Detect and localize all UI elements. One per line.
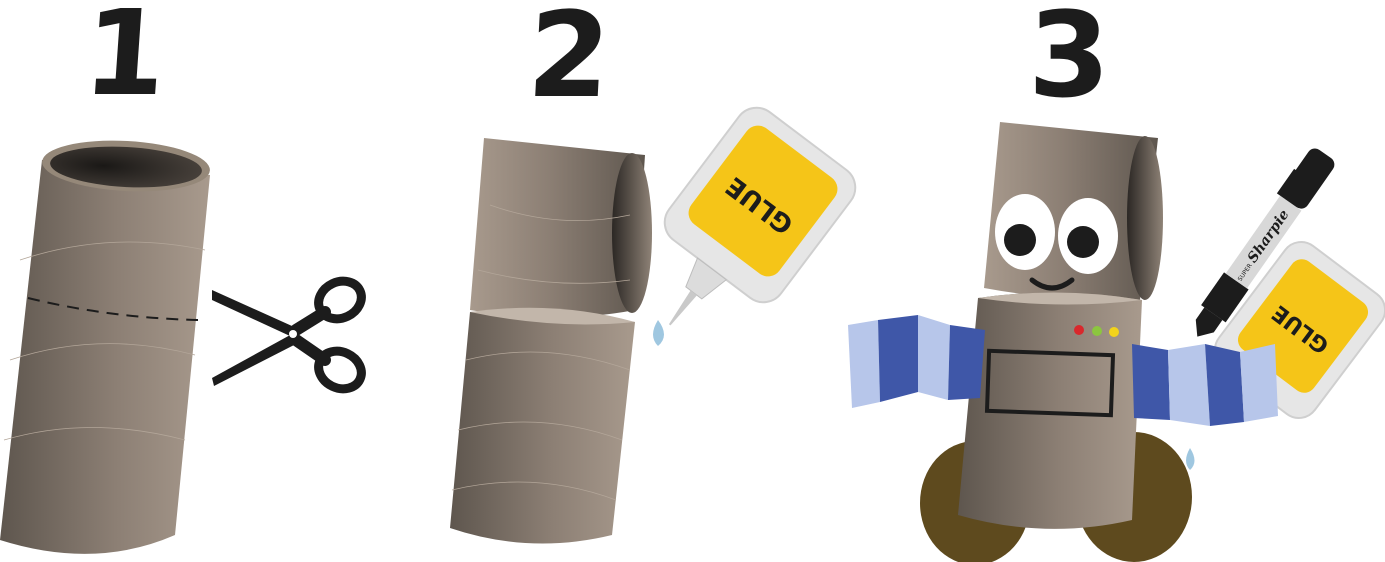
robot-right-arm <box>1132 344 1278 426</box>
yellow-light <box>1109 327 1119 337</box>
robot-body <box>958 292 1142 528</box>
step-2-top-tube <box>470 138 652 318</box>
glue-drop <box>653 320 664 346</box>
green-light <box>1092 326 1102 336</box>
scissors-icon <box>212 274 368 395</box>
step-1-tube <box>0 137 211 554</box>
robot-head <box>984 122 1163 300</box>
glue-drop-2 <box>1186 448 1195 470</box>
red-light <box>1074 325 1084 335</box>
robot-left-arm <box>848 315 985 408</box>
step-2-bottom-tube <box>450 308 635 544</box>
